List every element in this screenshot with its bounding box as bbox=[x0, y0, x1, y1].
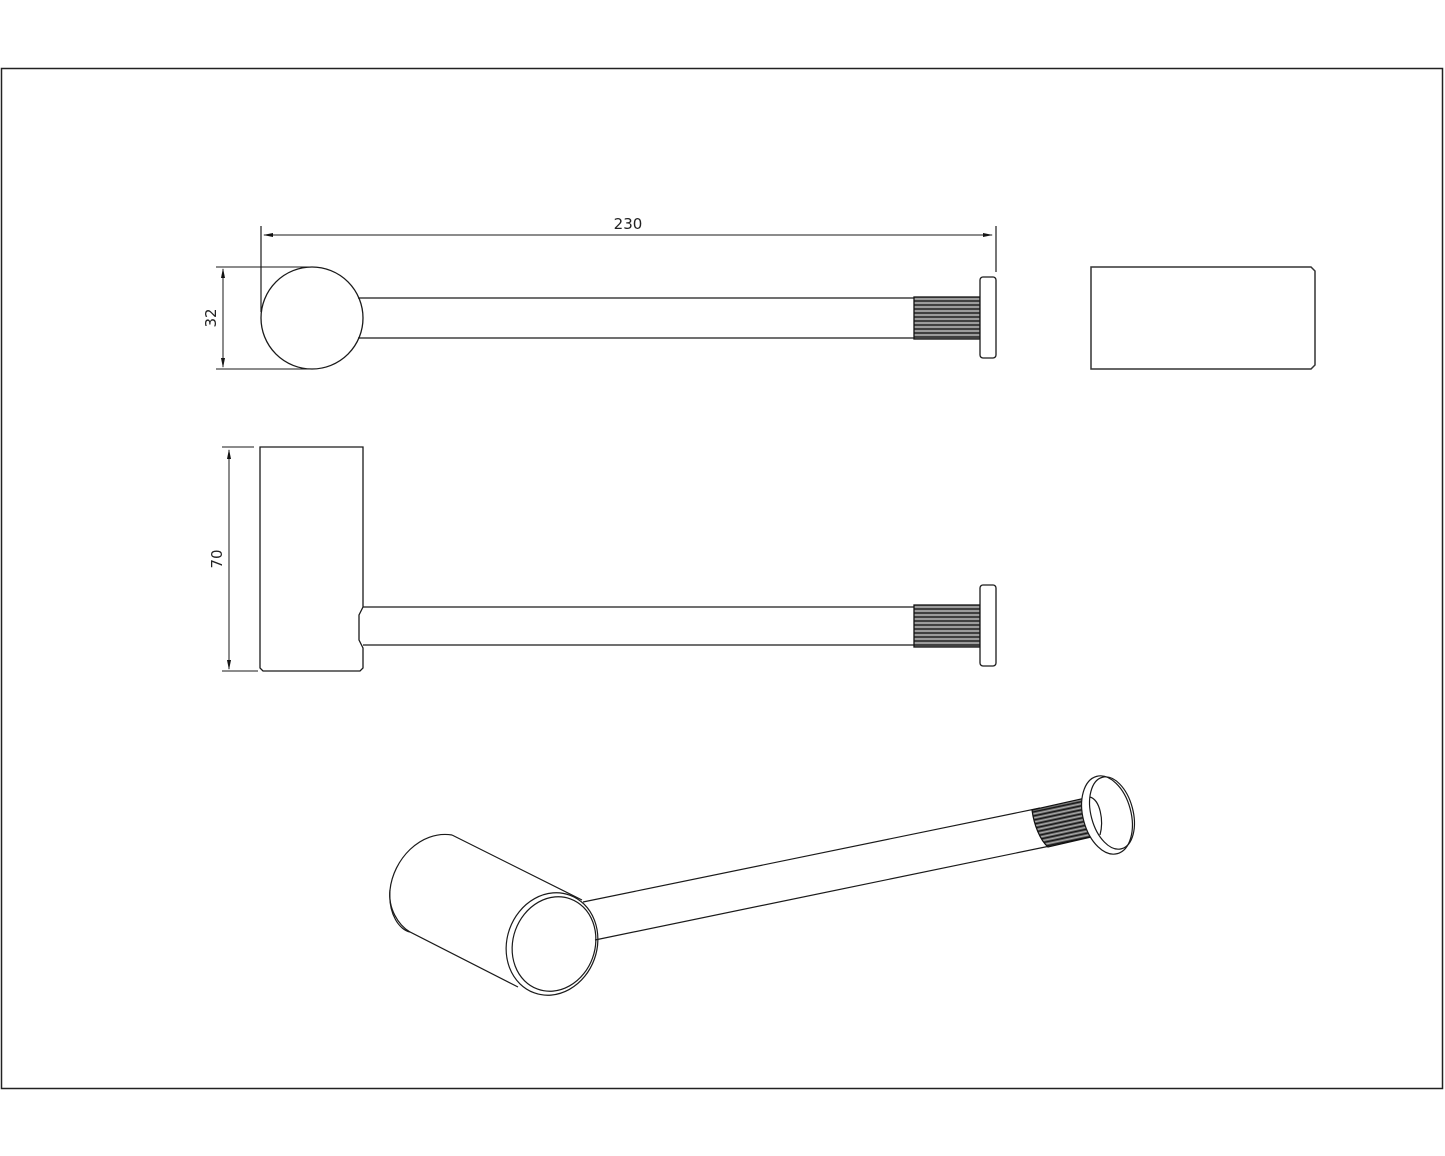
dimension-height: 70 bbox=[208, 446, 258, 672]
dimension-label-230: 230 bbox=[614, 215, 643, 233]
end-view bbox=[1090, 266, 1316, 370]
end-cap bbox=[979, 584, 997, 667]
top-view: 230 32 bbox=[202, 215, 997, 370]
body-block bbox=[259, 446, 364, 672]
dimension-diameter: 32 bbox=[202, 266, 310, 370]
dimension-label-32: 32 bbox=[202, 308, 220, 327]
front-view: 70 bbox=[208, 446, 997, 672]
cylinder-face-outer bbox=[505, 892, 599, 996]
cylinder-face-inner bbox=[511, 896, 597, 992]
knurled-grip bbox=[913, 604, 981, 648]
isometric-view bbox=[389, 775, 1136, 996]
dimension-overall-length: 230 bbox=[260, 215, 997, 312]
end-cap-iso bbox=[1081, 775, 1133, 855]
cylinder-body bbox=[389, 833, 583, 988]
base-circle bbox=[260, 266, 364, 370]
drawing-frame bbox=[0, 67, 1444, 1090]
knurled-grip bbox=[913, 296, 981, 340]
end-cap bbox=[979, 276, 997, 359]
dimension-label-70: 70 bbox=[208, 549, 226, 568]
